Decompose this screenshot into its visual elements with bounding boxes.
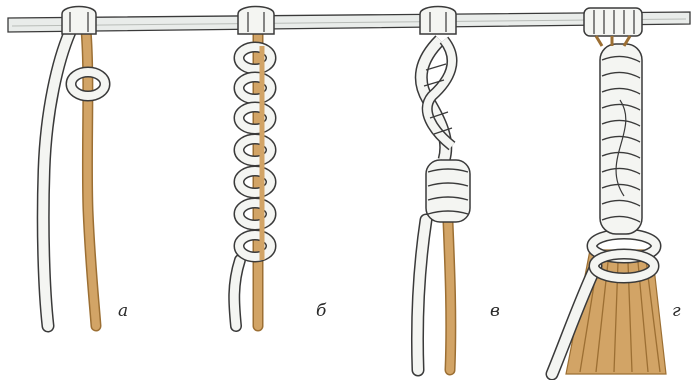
panel-d-mount bbox=[584, 8, 642, 46]
panel-a-illustration bbox=[43, 7, 105, 327]
panel-b-label: б bbox=[316, 301, 327, 321]
panel-c-illustration bbox=[417, 7, 470, 371]
panel-b-illustration bbox=[234, 7, 274, 327]
panel-d-illustration bbox=[552, 8, 666, 374]
panel-a-label: а bbox=[118, 301, 128, 321]
panel-c-twist bbox=[421, 40, 452, 160]
panel-c-wrap bbox=[426, 160, 470, 222]
panel-d-spiral bbox=[600, 44, 642, 234]
panel-c-label: в bbox=[490, 301, 500, 321]
panel-d-label: г bbox=[672, 301, 681, 321]
